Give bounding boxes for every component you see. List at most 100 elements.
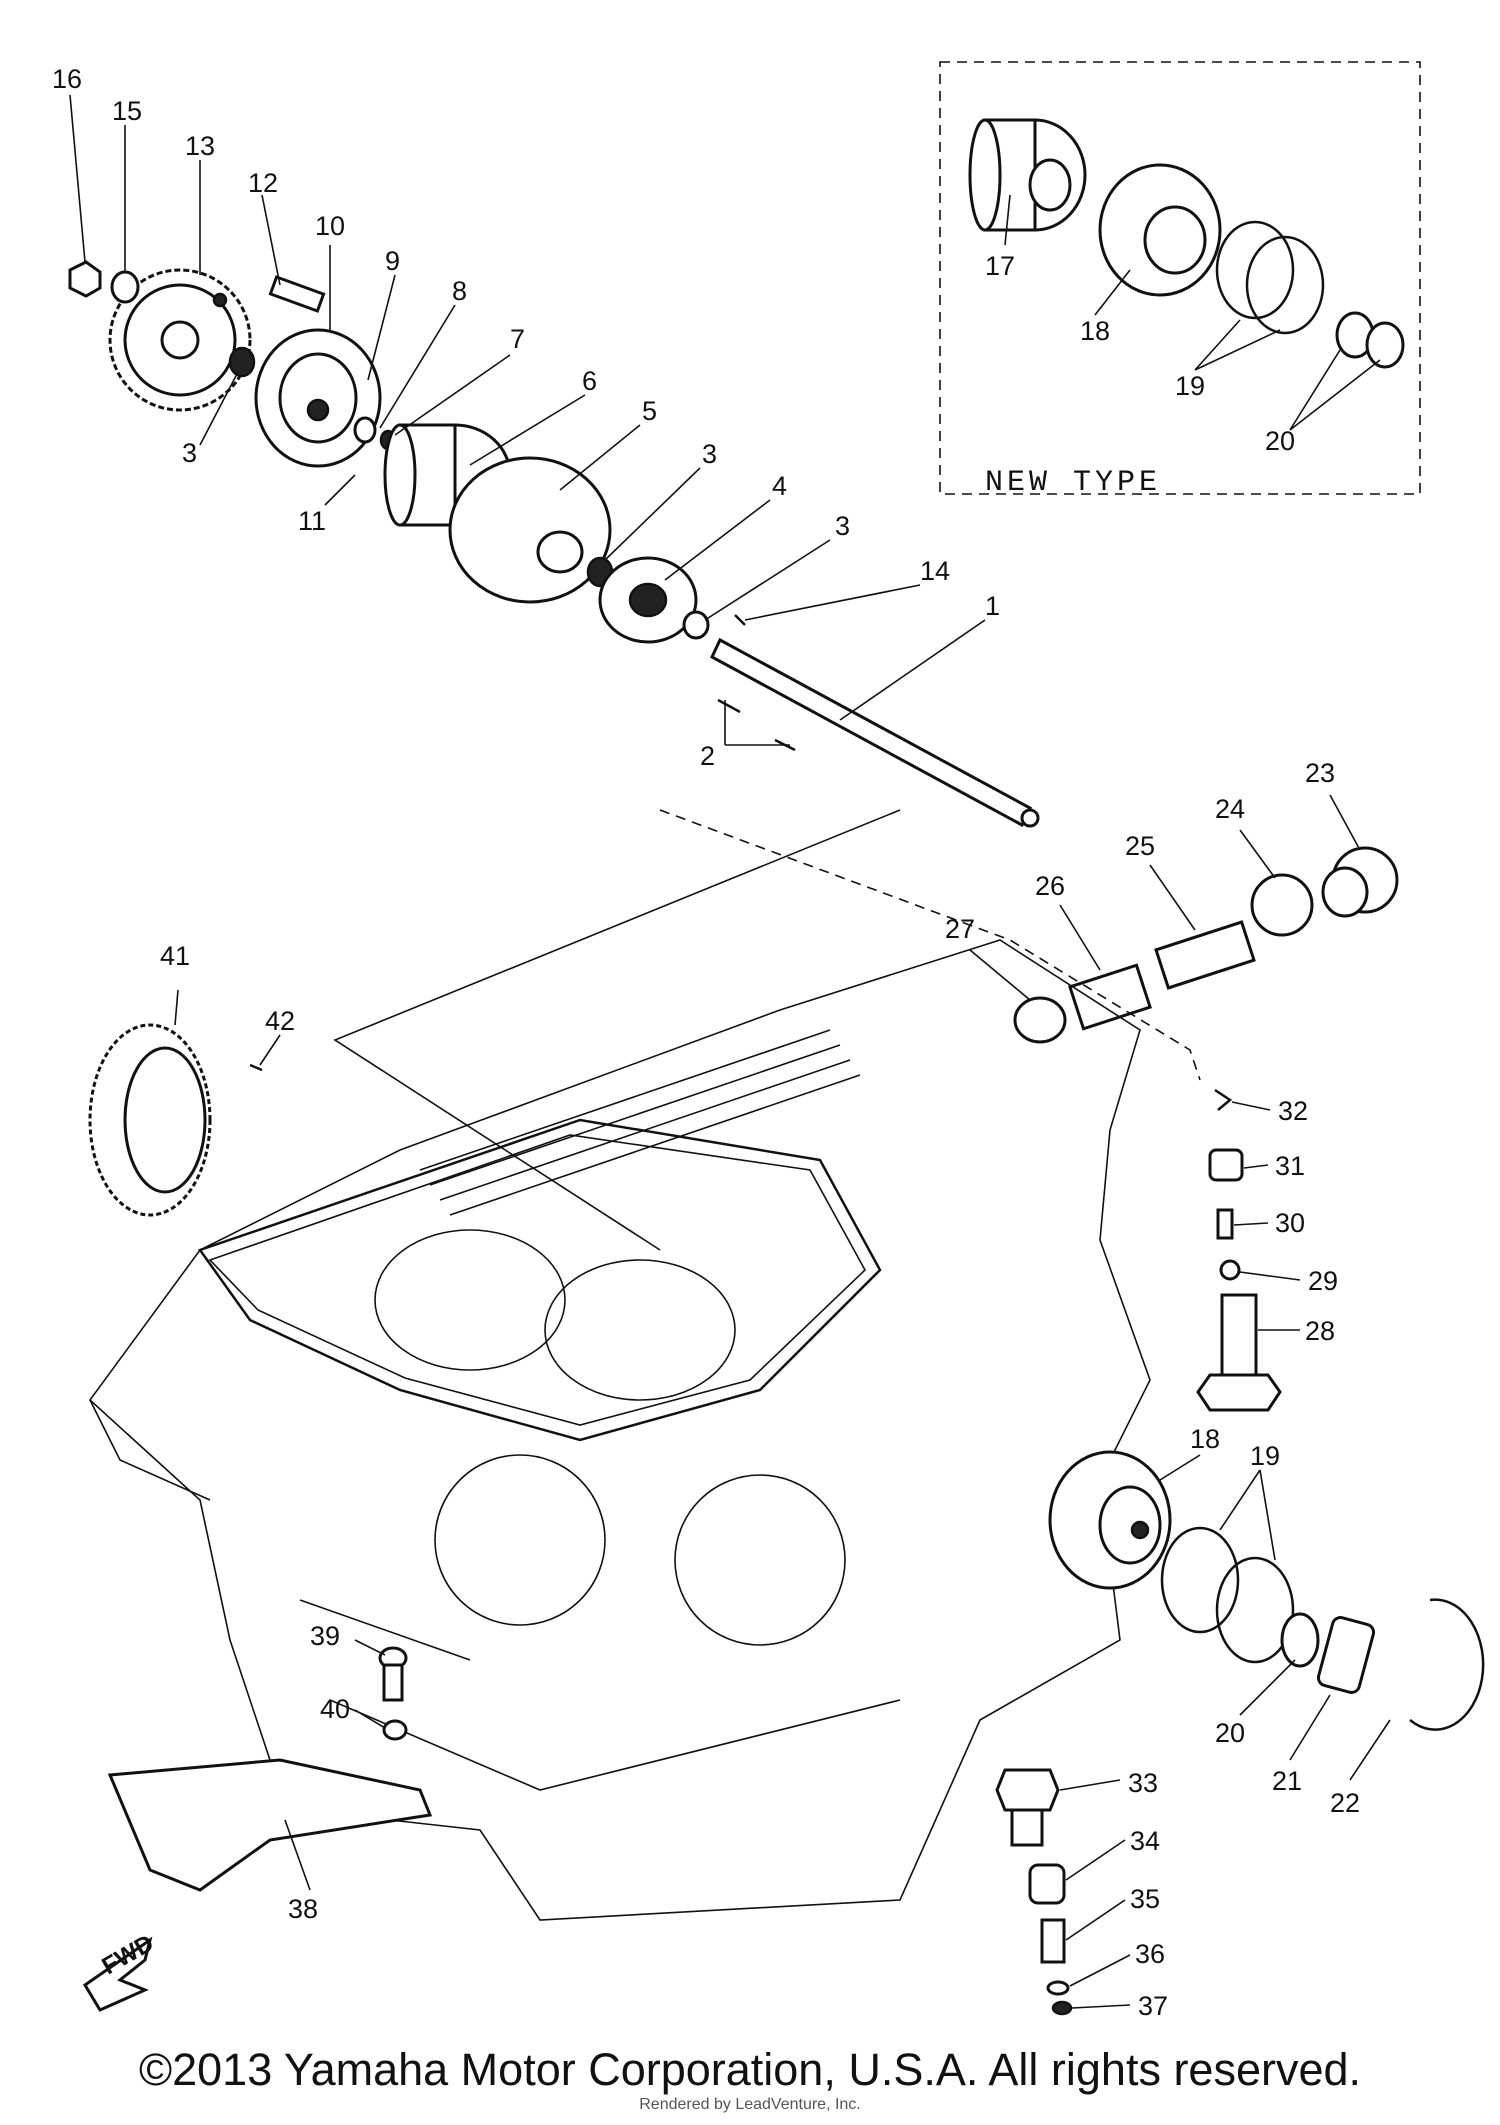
washer-15 — [110, 270, 140, 304]
key-42 — [249, 1063, 263, 1072]
callout-1: 1 — [985, 591, 1000, 621]
spring-35 — [1040, 1918, 1066, 1964]
callout-4: 4 — [772, 471, 787, 501]
callout-19-inset: 19 — [1175, 371, 1205, 401]
washer-36 — [1046, 1980, 1070, 1996]
callout-5: 5 — [642, 396, 657, 426]
callout-11: 11 — [298, 506, 326, 536]
callout-9: 9 — [385, 246, 400, 276]
callout-33: 33 — [1128, 1768, 1158, 1798]
clip-32 — [1214, 1088, 1233, 1111]
bearing-housing-18-inset — [1098, 163, 1222, 297]
spring-30 — [1216, 1208, 1234, 1240]
callout-3-mid: 3 — [702, 439, 717, 469]
gear-41 — [88, 1023, 212, 1217]
callout-35: 35 — [1130, 1884, 1160, 1914]
callout-7: 7 — [510, 324, 525, 354]
o-ring-8 — [353, 416, 377, 444]
o-ring-19a — [1160, 1526, 1240, 1634]
plug-23 — [1321, 846, 1399, 918]
new-type-label: NEW TYPE — [985, 466, 1161, 500]
callout-21: 21 — [1272, 1766, 1302, 1796]
cap-31 — [1208, 1148, 1244, 1182]
callout-24: 24 — [1215, 794, 1245, 824]
callout-23: 23 — [1305, 758, 1335, 788]
ball-29 — [1219, 1259, 1241, 1281]
seal-20b-inset — [1365, 321, 1405, 369]
outer-rotor-4 — [598, 556, 698, 644]
callout-3-right: 3 — [835, 511, 850, 541]
callout-8: 8 — [452, 276, 467, 306]
callout-38: 38 — [288, 1894, 318, 1924]
nut-16 — [68, 260, 102, 298]
spring-25 — [1154, 920, 1256, 990]
pump-housing-5 — [448, 456, 612, 604]
callout-30: 30 — [1275, 1208, 1305, 1238]
callout-42: 42 — [265, 1006, 295, 1036]
new-type-inset-box — [939, 61, 1421, 495]
seal-20 — [1280, 1612, 1320, 1668]
fitting-33 — [995, 1768, 1060, 1847]
plate-21 — [1316, 1616, 1376, 1694]
callout-12: 12 — [248, 168, 278, 198]
fwd-arrow-icon: FWD — [82, 1929, 158, 2012]
callout-32: 32 — [1278, 1096, 1308, 1126]
callout-18-inset: 18 — [1080, 316, 1110, 346]
callout-20-inset: 20 — [1265, 426, 1295, 456]
spring-26 — [1068, 963, 1152, 1031]
pump-shaft-1 — [710, 637, 1040, 828]
seal-37 — [1051, 2000, 1073, 2016]
washer-3-right — [682, 610, 710, 640]
o-ring-19b — [1215, 1556, 1295, 1664]
callout-13: 13 — [185, 131, 215, 161]
circlip-22 — [1409, 1598, 1485, 1731]
callout-6: 6 — [582, 366, 597, 396]
washer-40 — [382, 1719, 408, 1741]
copyright-notice: ©2013 Yamaha Motor Corporation, U.S.A. A… — [138, 2044, 1362, 2095]
callout-17: 17 — [985, 251, 1015, 281]
gasket-24 — [1250, 873, 1314, 937]
pump-cover-10 — [254, 328, 382, 468]
oil-seal-3-left — [228, 346, 256, 378]
callout-20: 20 — [1215, 1718, 1245, 1748]
crankcase — [88, 809, 1201, 1921]
callout-41: 41 — [160, 941, 190, 971]
callout-22: 22 — [1330, 1788, 1360, 1818]
callout-16: 16 — [52, 64, 82, 94]
callout-31: 31 — [1275, 1151, 1305, 1181]
rendered-by-credit: Rendered by LeadVenture, Inc. — [639, 2096, 861, 2113]
bearing-housing-18 — [1048, 1450, 1172, 1590]
callout-25: 25 — [1125, 831, 1155, 861]
callout-18: 18 — [1190, 1424, 1220, 1454]
callout-28: 28 — [1305, 1316, 1335, 1346]
o-ring-19b-inset — [1245, 235, 1325, 335]
callout-27: 27 — [945, 914, 975, 944]
drive-gear-13 — [108, 268, 252, 412]
callout-37: 37 — [1138, 1991, 1168, 2021]
callout-3-left: 3 — [182, 438, 197, 468]
leader-lines — [69, 94, 1391, 2009]
valve-27 — [1013, 996, 1067, 1044]
callout-labels: 16 15 13 12 10 9 8 7 6 5 3 4 3 14 1 2 3 … — [52, 64, 1360, 2021]
pin-14 — [734, 614, 746, 626]
bracket-38 — [107, 1758, 433, 1892]
o-ring-19a-inset — [1215, 220, 1295, 320]
valve-34 — [1028, 1863, 1066, 1905]
pin-2a — [717, 698, 741, 714]
callout-14: 14 — [920, 556, 950, 586]
callout-29: 29 — [1308, 1266, 1338, 1296]
bolt-12 — [268, 275, 326, 313]
callout-10: 10 — [315, 211, 345, 241]
callout-2: 2 — [700, 741, 715, 771]
callout-19: 19 — [1250, 1441, 1280, 1471]
callout-36: 36 — [1135, 1939, 1165, 1969]
bolt-39 — [378, 1646, 408, 1702]
callout-26: 26 — [1035, 871, 1065, 901]
rotor-assembly-17 — [968, 118, 1087, 232]
callout-40: 40 — [320, 1694, 350, 1724]
callout-15: 15 — [112, 96, 142, 126]
callout-39: 39 — [310, 1621, 340, 1651]
callout-34: 34 — [1130, 1826, 1160, 1856]
bolt-28 — [1196, 1293, 1282, 1412]
